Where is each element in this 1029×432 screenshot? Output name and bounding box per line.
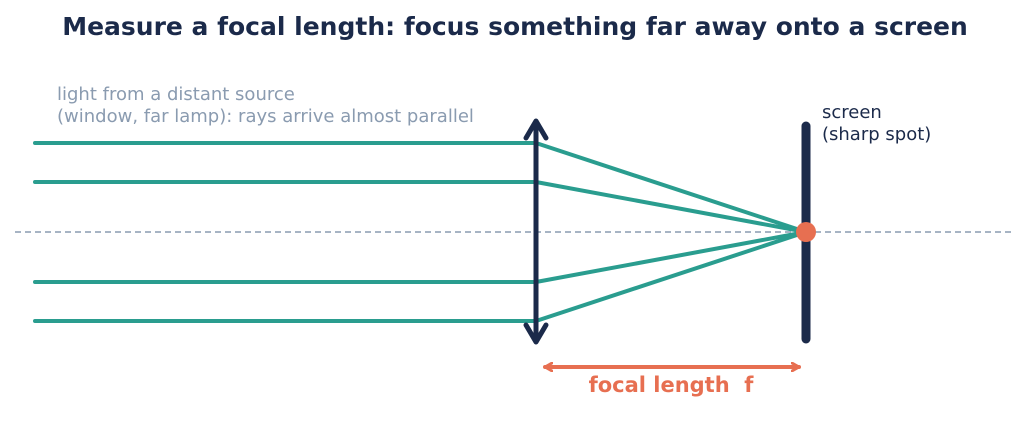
ray-3-refracted [534, 230, 808, 284]
screen-note-line2: (sharp spot) [822, 124, 931, 145]
lens-bottom-arrow-icon [523, 322, 549, 345]
lens-top-arrow-icon [523, 118, 549, 141]
source-note-line1: light from a distant source [57, 84, 295, 105]
refracted-rays [534, 141, 808, 323]
converging-lens [523, 118, 549, 345]
focal-point [796, 222, 816, 242]
ray-4-refracted [534, 230, 808, 323]
screen-note-line1: screen [822, 102, 882, 123]
page-title: Measure a focal length: focus something … [62, 12, 968, 41]
focal-length-label: focal length f [589, 373, 755, 397]
source-note-line2: (window, far lamp): rays arrive almost p… [57, 106, 474, 127]
ray-2-refracted [534, 180, 808, 234]
incoming-rays [33, 141, 538, 323]
ray-1-refracted [534, 141, 808, 234]
